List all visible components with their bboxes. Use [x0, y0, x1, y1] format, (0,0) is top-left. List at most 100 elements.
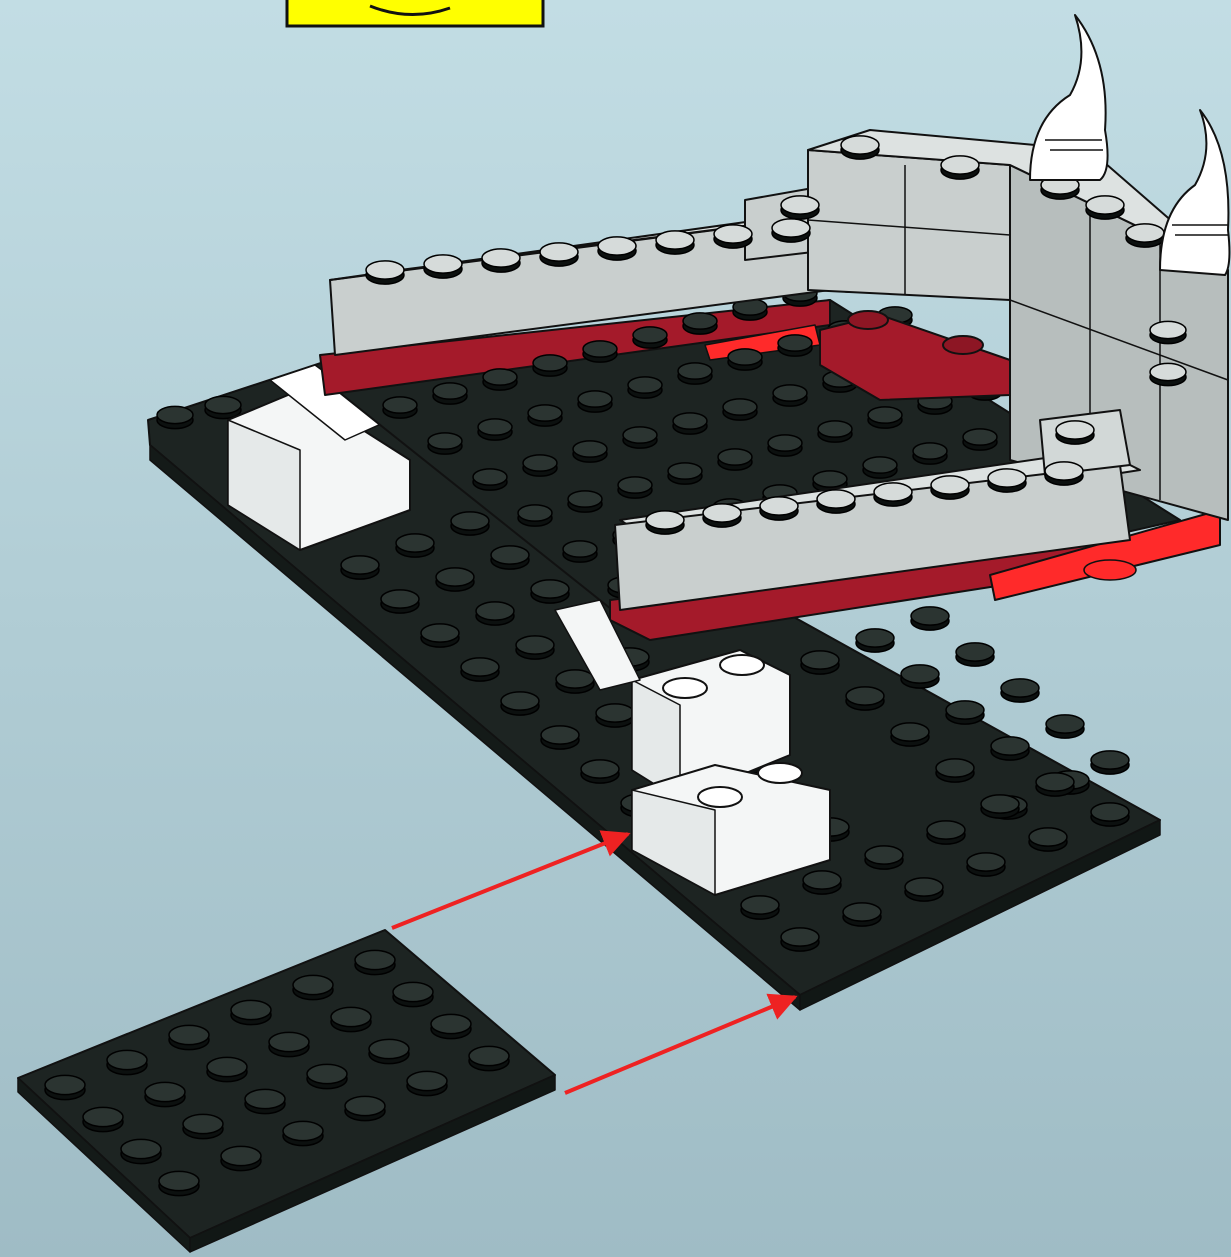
stud-top — [905, 878, 943, 896]
stud-top — [781, 928, 819, 946]
stud-top — [461, 658, 499, 676]
stud-top — [911, 607, 949, 625]
stud-top — [531, 580, 569, 598]
stud-top — [668, 463, 702, 479]
stud-top — [1091, 803, 1129, 821]
stud-top — [956, 643, 994, 661]
stud-top — [221, 1146, 261, 1165]
stud-top — [205, 396, 241, 413]
stud-top — [1046, 715, 1084, 733]
stud-top — [207, 1057, 247, 1076]
stud-top — [523, 455, 557, 471]
stud-top — [865, 846, 903, 864]
stud-top — [913, 443, 947, 459]
stud-top — [843, 903, 881, 921]
stud-top — [1126, 224, 1164, 242]
stud-top — [381, 590, 419, 608]
stud-top — [293, 975, 333, 994]
stud-top — [578, 391, 612, 407]
stud-top — [516, 636, 554, 654]
stud-top — [1045, 462, 1083, 480]
stud-top — [501, 692, 539, 710]
stud-top — [967, 853, 1005, 871]
stud-top — [678, 363, 712, 379]
stud-top — [813, 471, 847, 487]
stud-top — [598, 237, 636, 255]
stud-top — [1056, 421, 1094, 439]
stud-top — [874, 483, 912, 501]
stud-top — [927, 821, 965, 839]
stud-top — [981, 795, 1019, 813]
stud-top — [369, 1039, 409, 1058]
stud-top — [355, 950, 395, 969]
stud-top — [728, 349, 762, 365]
stud-top — [396, 534, 434, 552]
stud-top — [478, 419, 512, 435]
stud-top — [1091, 751, 1129, 769]
stud-top — [573, 441, 607, 457]
stud-top — [963, 429, 997, 445]
stud-top — [533, 355, 567, 371]
stud-top — [868, 407, 902, 423]
stud-top — [421, 624, 459, 642]
stud-top — [1086, 196, 1124, 214]
stud-top — [366, 261, 404, 279]
stud-top — [283, 1121, 323, 1140]
stud-top — [841, 136, 879, 154]
stud-top — [741, 896, 779, 914]
stud-top — [718, 449, 752, 465]
stud-top — [1150, 363, 1186, 380]
stud-top — [107, 1050, 147, 1069]
stud-top — [773, 385, 807, 401]
stud-top — [801, 651, 839, 669]
stud-top — [1150, 321, 1186, 338]
stud-top — [946, 701, 984, 719]
stud-top — [901, 665, 939, 683]
stud-top — [345, 1096, 385, 1115]
stud-top — [623, 427, 657, 443]
stud-top — [307, 1064, 347, 1083]
stud-top — [431, 1014, 471, 1033]
stud-top — [436, 568, 474, 586]
stud-top — [451, 512, 489, 530]
stud-top — [683, 313, 717, 329]
stud-top — [714, 225, 752, 243]
stud-top — [891, 723, 929, 741]
stud-top — [581, 760, 619, 778]
stud-top — [121, 1139, 161, 1158]
stud-top — [393, 982, 433, 1001]
stud-top — [656, 231, 694, 249]
stud-top — [1029, 828, 1067, 846]
stud-top — [476, 602, 514, 620]
stud-top — [540, 243, 578, 261]
stud-top — [781, 196, 819, 214]
stud-top — [618, 477, 652, 493]
stud-top — [863, 457, 897, 473]
stud-top — [596, 704, 634, 722]
stud-top — [803, 871, 841, 889]
stud-top — [491, 546, 529, 564]
stud-top — [563, 541, 597, 557]
stud-top — [673, 413, 707, 429]
stud-top — [157, 406, 193, 423]
stud-top — [341, 556, 379, 574]
stud-top — [760, 497, 798, 515]
stud-top — [483, 369, 517, 385]
stud-top — [628, 377, 662, 393]
stud-top — [772, 219, 810, 237]
stud-top — [469, 1046, 509, 1065]
stud-top — [541, 726, 579, 744]
stud-top — [856, 629, 894, 647]
stud-top — [817, 490, 855, 508]
stud-top — [482, 249, 520, 267]
stud-top — [556, 670, 594, 688]
stud-top — [183, 1114, 223, 1133]
stud-top — [1001, 679, 1039, 697]
stud-top — [231, 1000, 271, 1019]
stud-top — [633, 327, 667, 343]
stud-top — [568, 491, 602, 507]
stud-top — [331, 1007, 371, 1026]
stud-top — [1036, 773, 1074, 791]
stud-top — [991, 737, 1029, 755]
